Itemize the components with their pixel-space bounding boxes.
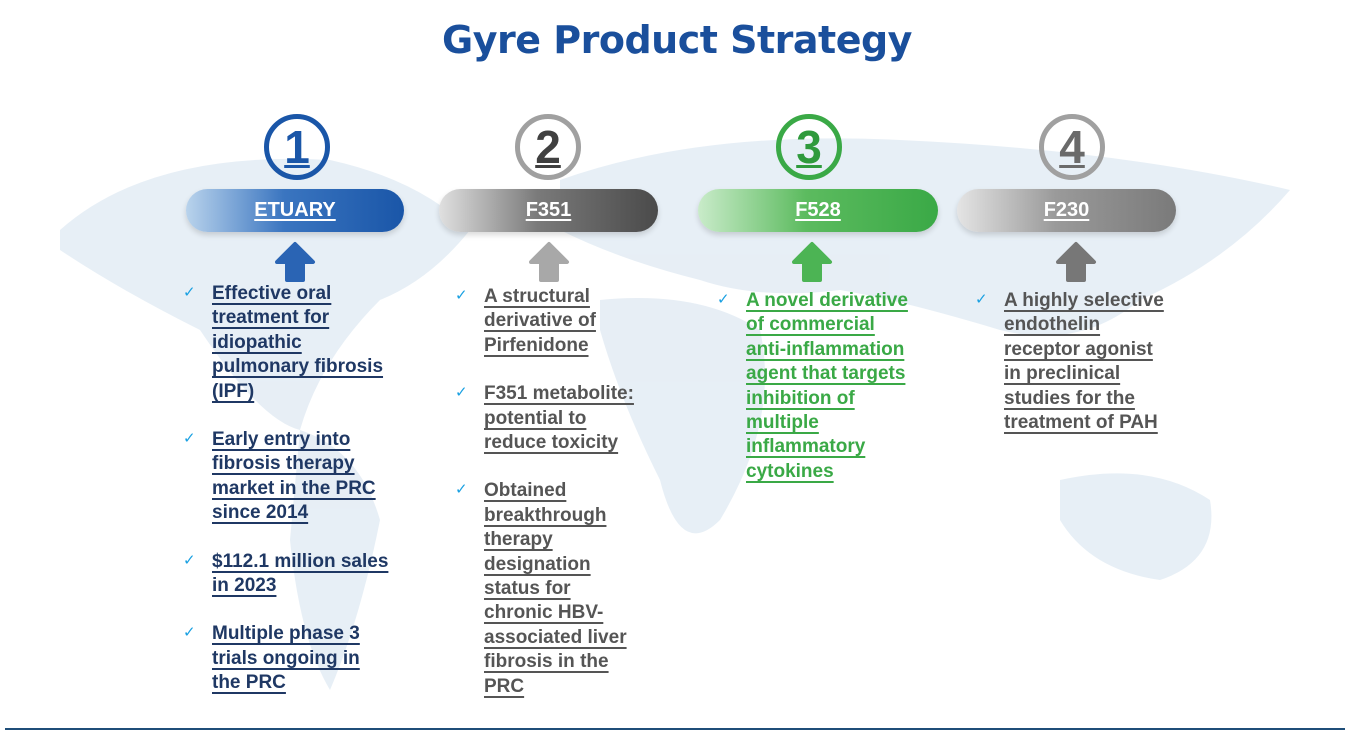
product-pill-f528[interactable]: F528 bbox=[698, 189, 938, 232]
bullet-list: ✓A highly selective endothelin receptor … bbox=[975, 289, 1205, 459]
step-number-1: 1 bbox=[264, 114, 330, 180]
bullet-list: ✓Effective oral treatment for idiopathic… bbox=[183, 282, 423, 720]
check-icon: ✓ bbox=[183, 284, 196, 301]
up-arrow-icon bbox=[275, 242, 315, 282]
bullet-item: ✓Multiple phase 3 trials ongoing in the … bbox=[183, 623, 360, 694]
up-arrow-icon bbox=[792, 242, 832, 282]
product-pill-f351[interactable]: F351 bbox=[439, 189, 658, 232]
bullet-list: ✓A novel derivative of commercial anti-i… bbox=[717, 289, 947, 508]
bullet-item: ✓A highly selective endothelin receptor … bbox=[975, 290, 1164, 434]
step-number-2: 2 bbox=[515, 114, 581, 180]
step-number-3: 3 bbox=[776, 114, 842, 180]
footer-divider bbox=[5, 728, 1345, 730]
check-icon: ✓ bbox=[455, 384, 468, 402]
bullet-list: ✓A structural derivative of Pirfenidone … bbox=[455, 285, 675, 723]
product-pill-f230[interactable]: F230 bbox=[957, 189, 1176, 232]
step-number-4: 4 bbox=[1039, 114, 1105, 180]
check-icon: ✓ bbox=[717, 291, 730, 308]
bullet-item: ✓Effective oral treatment for idiopathic… bbox=[183, 283, 384, 402]
bullet-item: ✓Early entry into fibrosis therapy marke… bbox=[183, 429, 376, 524]
product-pill-etuary[interactable]: ETUARY bbox=[186, 189, 404, 232]
check-icon: ✓ bbox=[183, 430, 196, 448]
bullet-item: ✓F351 metabolite: potential to reduce to… bbox=[455, 383, 634, 454]
page-title: Gyre Product Strategy bbox=[442, 18, 912, 62]
check-icon: ✓ bbox=[975, 291, 988, 308]
check-icon: ✓ bbox=[183, 551, 196, 569]
check-icon: ✓ bbox=[455, 481, 468, 499]
bullet-item: ✓$112.1 million sales in 2023 bbox=[183, 550, 389, 597]
bullet-item: ✓A structural derivative of Pirfenidone bbox=[455, 286, 596, 356]
check-icon: ✓ bbox=[455, 287, 468, 304]
up-arrow-icon bbox=[529, 242, 569, 282]
check-icon: ✓ bbox=[183, 624, 196, 642]
up-arrow-icon bbox=[1056, 242, 1096, 282]
bullet-item: ✓Obtained breakthrough therapy designati… bbox=[455, 480, 627, 697]
bullet-item: ✓A novel derivative of commercial anti-i… bbox=[717, 290, 908, 482]
